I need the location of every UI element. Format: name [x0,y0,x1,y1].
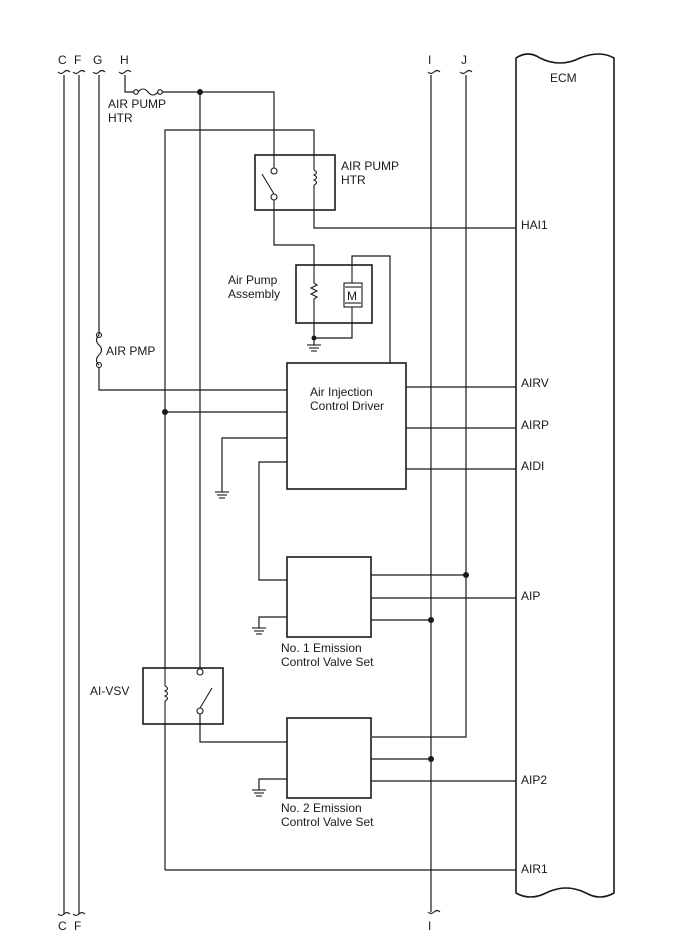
wire-ig-relay-coil [164,129,315,870]
wire-h-to-relay [162,91,275,155]
ecm-terminal-aip2: AIP2 [521,773,547,787]
fuse-air-pump-htr-symbol [137,88,159,96]
connector-g-top: G [93,53,102,67]
heater-resistor [309,265,319,323]
connector-i-top: I [428,53,431,67]
valve-set-2-label-1: No. 2 Emission [281,801,362,815]
valve-set-2-label-2: Control Valve Set [281,815,374,829]
relay-air-pump-htr-label-1: AIR PUMP [341,159,399,173]
fuse-terminal [133,89,139,95]
valve-set-1-label-2: Control Valve Set [281,655,374,669]
connector-c-bottom: C [58,919,67,933]
valve-set-2 [286,717,372,799]
connector-j-top: J [461,53,467,67]
ecm-terminal-airv: AIRV [521,376,549,390]
driver-label-2: Control Driver [310,399,384,413]
motor-icon-label: M [347,289,357,303]
ecm-terminal-airp: AIRP [521,418,549,432]
junction [463,572,469,578]
wire-pump-ground [313,323,353,345]
relay-air-pump-htr [254,154,336,211]
connector-f-top: F [74,53,81,67]
wire-vsv-to-valve2 [199,714,287,743]
ecm-terminal-aidi: AIDI [521,459,544,473]
junction [311,335,317,341]
ground-icon [252,789,266,797]
ground-icon [215,491,229,499]
connector-f-bottom: F [74,919,81,933]
wire-pump-to-driver [351,255,391,363]
junction [428,617,434,623]
fuse-air-pump-htr-label-1: AIR PUMP [108,97,166,111]
fuse-terminal [157,89,163,95]
wire-relay-to-pump [273,210,315,265]
pump-motor: M [343,265,363,323]
wire-relay-to-hai1 [313,210,516,229]
ground-icon [307,344,321,352]
connector-i-bottom: I [428,919,431,933]
ecm-terminal-air1: AIR1 [521,862,548,876]
air-injection-control-driver [286,362,407,490]
air-pump-assembly-label-2: Assembly [228,287,280,301]
wire-g-to-driver [98,367,287,391]
driver-label-1: Air Injection [310,385,373,399]
connector-break-marks [57,69,473,917]
connector-c-top: C [58,53,67,67]
connector-h-top: H [120,53,129,67]
wire-driver-to-valve1 [258,461,287,581]
ai-vsv [142,667,224,725]
relay-air-pump-htr-label-2: HTR [341,173,366,187]
ecm-terminal-aip: AIP [521,589,540,603]
relay-coil [312,155,318,210]
vsv-coil [163,668,169,724]
fuse-air-pmp-label: AIR PMP [106,344,155,358]
ecm-terminal-hai1: HAI1 [521,218,548,232]
wire-j [372,75,467,738]
ai-vsv-label: AI-VSV [90,684,129,698]
junction [428,756,434,762]
fuse-air-pump-htr-label-2: HTR [108,111,133,125]
ecm-block [515,53,615,898]
wire-driver-ground [221,437,287,492]
ecm-label: ECM [550,71,577,85]
air-pump-assembly [295,264,373,324]
air-pump-assembly-label-1: Air Pump [228,273,278,287]
fuse-terminal [95,331,103,339]
wire-valve2-ground [258,778,287,790]
valve-set-1-label-1: No. 1 Emission [281,641,362,655]
valve-set-1 [286,556,372,638]
wire-h [124,75,134,93]
fuse-air-pmp-symbol [95,334,103,366]
relay-switch-contact [261,155,278,210]
wire-valve1-ground [258,616,287,628]
ground-icon [252,627,266,635]
